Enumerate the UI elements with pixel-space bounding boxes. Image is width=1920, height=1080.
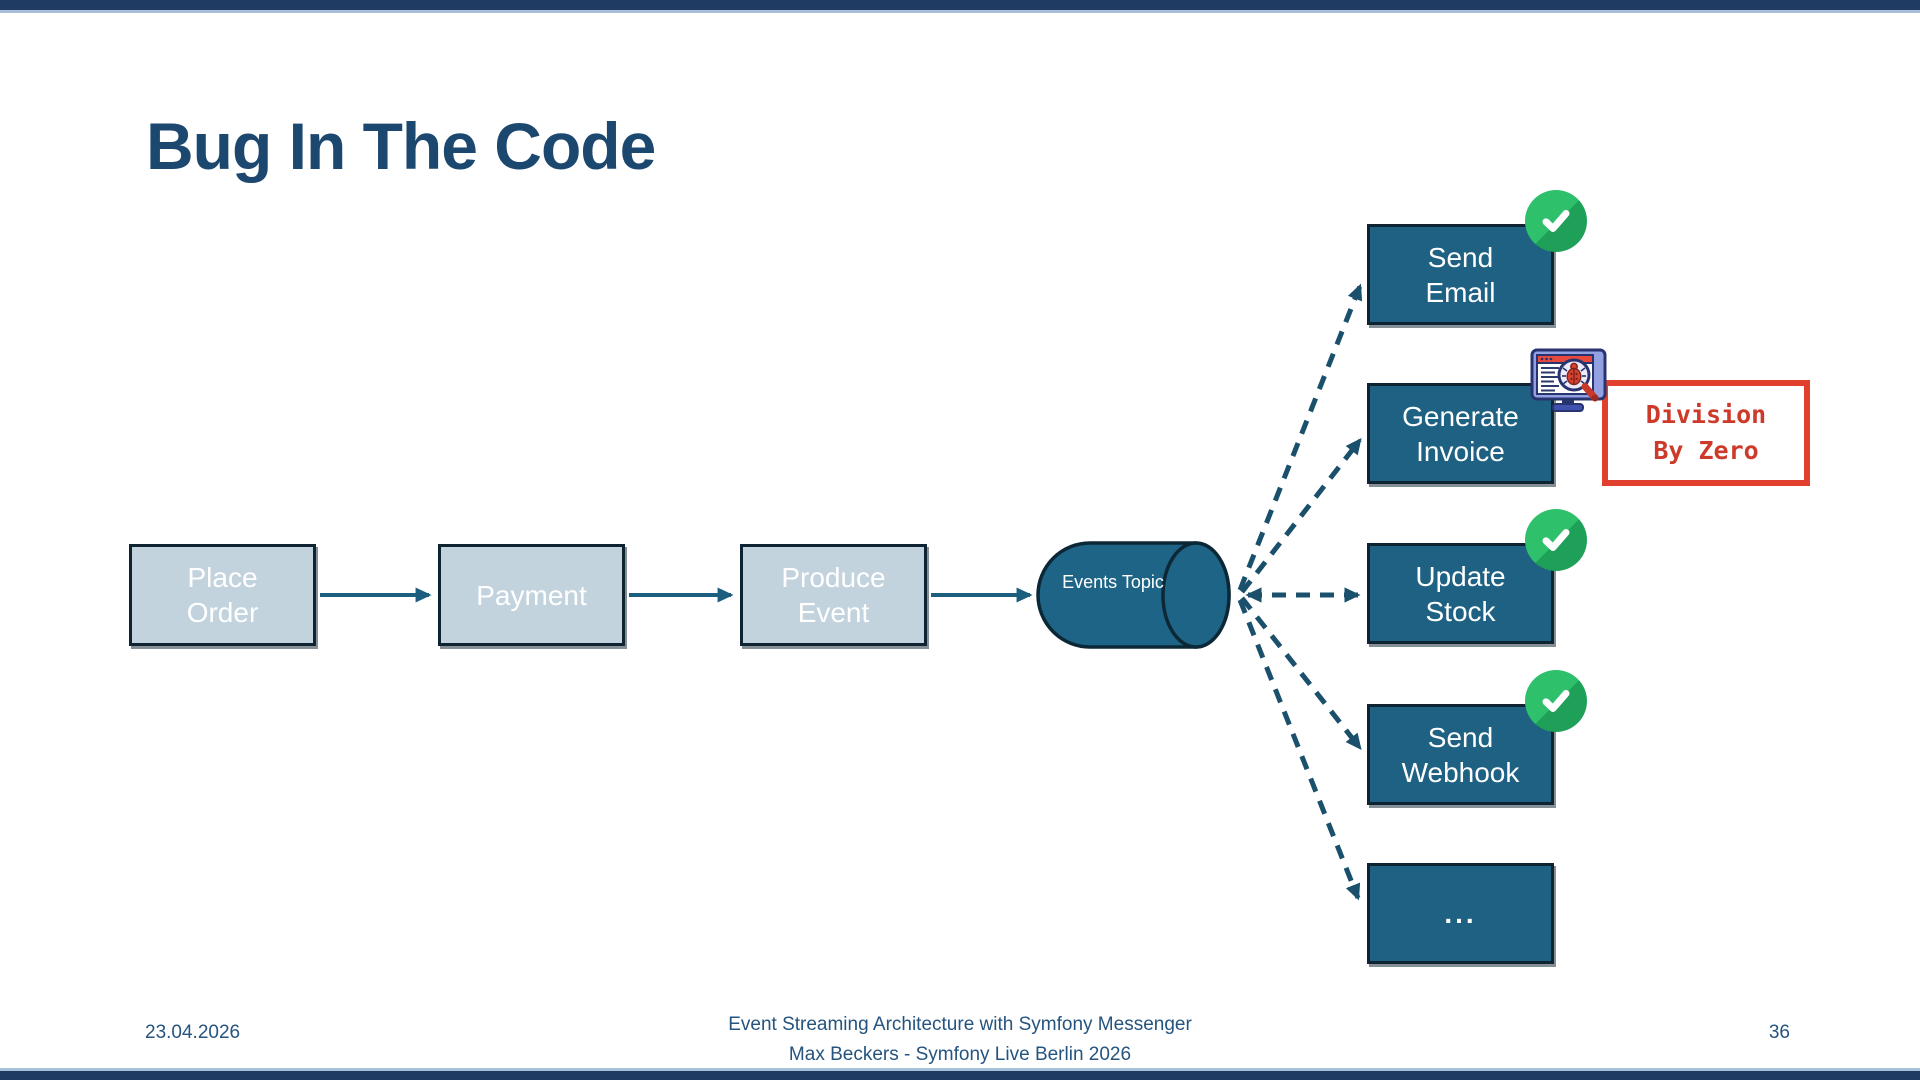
box-label: Payment <box>476 579 587 611</box>
page-title: Bug In The Code <box>146 109 656 183</box>
error-callout-division-by-zero: Division By Zero <box>1602 380 1810 486</box>
box-label: Produce <box>781 562 886 593</box>
box-payment: Payment <box>438 544 625 646</box>
check-icon <box>1525 670 1587 732</box>
check-icon <box>1525 509 1587 571</box>
bug-magnifier-icon <box>1528 348 1612 421</box>
box-label: Generate <box>1402 400 1519 432</box>
box-more-consumers: ... <box>1367 863 1554 964</box>
bottom-accent-line <box>0 1068 1920 1071</box>
footer-presentation-title: Event Streaming Architecture with Symfon… <box>728 1014 1192 1035</box>
footer-date: 23.04.2026 <box>145 1022 241 1043</box>
box-update-stock: Update Stock <box>1367 543 1554 644</box>
footer-center: Event Streaming Architecture with Symfon… <box>0 1010 1920 1070</box>
box-label: Place <box>187 562 258 593</box>
box-label: ... <box>1444 898 1477 929</box>
footer-author: Max Beckers - Symfony Live Berlin 2026 <box>788 1044 1132 1065</box>
events-topic-cylinder <box>1036 541 1231 649</box>
box-label: Order <box>186 597 259 628</box>
box-send-webhook: Send Webhook <box>1367 704 1554 805</box>
box-label: Email <box>1425 276 1496 308</box>
box-label: Event <box>797 597 870 628</box>
box-label: Send <box>1427 721 1494 753</box>
bottom-bar <box>0 1071 1920 1080</box>
box-produce-event: Produce Event <box>740 544 927 646</box>
box-send-email: Send Email <box>1367 224 1554 325</box>
box-label: Update <box>1415 560 1506 592</box>
box-label: Webhook <box>1401 756 1520 788</box>
box-label: Stock <box>1425 595 1496 627</box>
footer-page-number: 36 <box>1768 1022 1790 1043</box>
top-accent-line <box>0 10 1920 13</box>
box-place-order: Place Order <box>129 544 316 646</box>
error-text: By Zero <box>1653 436 1759 465</box>
fanout-arrows <box>1237 283 1363 901</box>
box-label: Invoice <box>1416 435 1505 467</box>
events-topic-label: Events Topic <box>1062 572 1164 592</box>
box-label: Send <box>1427 241 1494 273</box>
check-icon <box>1525 190 1587 252</box>
box-generate-invoice: Generate Invoice <box>1367 383 1554 484</box>
error-text: Division <box>1645 400 1767 429</box>
top-bar <box>0 0 1920 10</box>
